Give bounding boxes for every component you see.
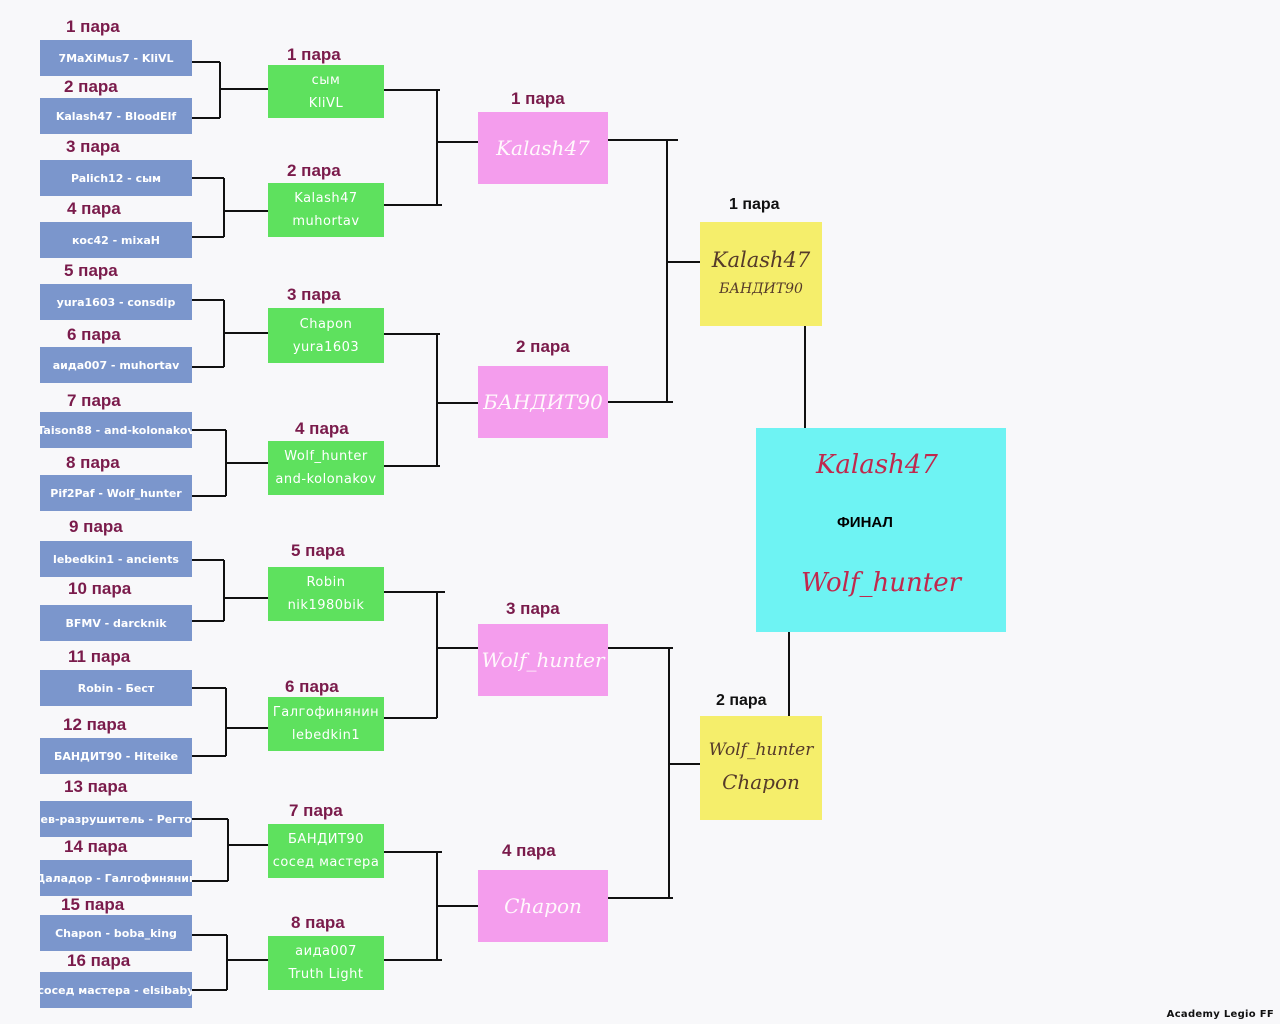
round2-player-bottom: KliVL	[308, 95, 344, 111]
round2-pair-label: 2 пара	[287, 161, 341, 180]
round1-pair-label: 13 пара	[64, 777, 128, 796]
round2-match-box[interactable]: сым KliVL	[268, 65, 384, 118]
round2-player-top: сым	[311, 72, 341, 88]
round3-pair-label: 4 пара	[502, 841, 556, 860]
round2-player-top: Chapon	[299, 316, 353, 332]
round2-player-bottom: сосед мастера	[272, 855, 380, 870]
round2-pair-label: 1 пара	[287, 45, 341, 64]
round1-match-box[interactable]: Palich12 - сым	[40, 160, 192, 196]
round3-match-box[interactable]: Wolf_hunter	[478, 624, 608, 696]
final-title: ФИНАЛ	[837, 514, 893, 531]
round1-match-box[interactable]: БАНДИТ90 - Hiteike	[40, 738, 192, 774]
final-player-bottom: Wolf_hunter	[801, 568, 962, 598]
round2-player-bottom: nik1980bik	[287, 598, 365, 613]
round2-pair-label: 7 пара	[289, 801, 343, 820]
round2-pair-label: 4 пара	[295, 419, 349, 438]
round1-pair-label: 9 пара	[69, 517, 123, 536]
round2-pair-label: 6 пара	[285, 677, 339, 696]
round2-pair-label: 3 пара	[287, 285, 341, 304]
round1-match-box[interactable]: кос42 - mixaH	[40, 222, 192, 258]
round1-pair-label: 1 пара	[66, 17, 120, 36]
round2-player-bottom: Truth Light	[288, 967, 364, 982]
round2-match-box[interactable]: Robin nik1980bik	[268, 567, 384, 621]
round1-match-box[interactable]: Chapon - boba_king	[40, 915, 192, 951]
round1-match-box[interactable]: сосед мастера - elsibaby	[40, 972, 192, 1008]
round2-match-box[interactable]: Галгофинянин lebedkin1	[268, 697, 384, 751]
round1-match-box[interactable]: lebedkin1 - ancients	[40, 541, 192, 577]
watermark: Academy Legio FF	[1166, 1009, 1274, 1020]
round3-pair-label: 3 пара	[506, 599, 560, 618]
round2-player-bottom: lebedkin1	[291, 728, 361, 743]
round1-pair-label: 12 пара	[63, 715, 127, 734]
round1-match-box[interactable]: 7MaXiMus7 - KliVL	[40, 40, 192, 76]
semifinal-player-top: Wolf_hunter	[708, 740, 814, 760]
semifinal-pair-label: 2 пара	[716, 692, 767, 709]
round2-match-box[interactable]: аида007 Truth Light	[268, 936, 384, 990]
round1-pair-label: 6 пара	[67, 325, 121, 344]
round2-player-top: Wolf_hunter	[284, 449, 368, 464]
semifinal-pair-label: 1 пара	[729, 196, 780, 213]
round2-player-top: аида007	[295, 944, 357, 959]
round2-pair-label: 8 пара	[291, 913, 345, 932]
round1-match-box[interactable]: Taison88 - and-kolonakov	[40, 412, 192, 448]
round2-player-top: БАНДИТ90	[288, 832, 364, 847]
round1-match-box[interactable]: Даладор - Галгофинянин	[40, 860, 192, 896]
round1-pair-label: 8 пара	[66, 453, 120, 472]
semifinal-player-bottom: БАНДИТ90	[719, 281, 803, 297]
round1-match-box[interactable]: yura1603 - consdip	[40, 284, 192, 320]
round3-match-box[interactable]: БАНДИТ90	[478, 366, 608, 438]
round1-pair-label: 16 пара	[67, 951, 131, 970]
round2-player-bottom: and-kolonakov	[275, 472, 377, 487]
round1-match-box[interactable]: лев-разрушитель - Регтон	[40, 801, 192, 837]
round3-match-box[interactable]: Kalash47	[478, 112, 608, 184]
round1-match-box[interactable]: Pif2Paf - Wolf_hunter	[40, 475, 192, 511]
round2-player-top: Robin	[306, 575, 346, 590]
round1-match-box[interactable]: аида007 - muhortav	[40, 347, 192, 383]
semifinal-match-box[interactable]: Kalash47 БАНДИТ90	[700, 222, 822, 326]
round1-match-box[interactable]: Robin - Бест	[40, 670, 192, 706]
round1-pair-label: 5 пара	[64, 261, 118, 280]
round2-player-top: Kalash47	[294, 191, 358, 206]
round2-match-box[interactable]: Wolf_hunter and-kolonakov	[268, 441, 384, 495]
semifinal-player-top: Kalash47	[711, 248, 811, 272]
round1-pair-label: 4 пара	[67, 199, 121, 218]
round2-match-box[interactable]: Kalash47 muhortav	[268, 183, 384, 237]
round2-player-bottom: muhortav	[292, 214, 360, 229]
round1-pair-label: 3 пара	[66, 137, 120, 156]
round1-pair-label: 7 пара	[67, 391, 121, 410]
round1-match-box[interactable]: BFMV - darcknik	[40, 605, 192, 641]
round2-player-top: Галгофинянин	[272, 705, 380, 720]
round1-pair-label: 15 пара	[61, 895, 125, 914]
round2-player-bottom: yura1603	[292, 339, 360, 355]
round3-pair-label: 2 пара	[516, 337, 570, 356]
semifinal-player-bottom: Chapon	[722, 770, 800, 794]
round2-match-box[interactable]: Chapon yura1603	[268, 308, 384, 363]
round2-pair-label: 5 пара	[291, 541, 345, 560]
round1-match-box[interactable]: Kalash47 - BloodElf	[40, 98, 192, 134]
round3-match-box[interactable]: Chapon	[478, 870, 608, 942]
final-player-top: Kalash47	[816, 450, 938, 480]
final-match-box[interactable]: Kalash47 ФИНАЛ Wolf_hunter	[756, 428, 1006, 632]
round2-match-box[interactable]: БАНДИТ90 сосед мастера	[268, 824, 384, 878]
round1-pair-label: 11 пара	[68, 647, 131, 666]
round1-pair-label: 2 пара	[64, 77, 118, 96]
round1-pair-label: 14 пара	[64, 837, 128, 856]
round1-pair-label: 10 пара	[68, 579, 132, 598]
semifinal-match-box[interactable]: Wolf_hunter Chapon	[700, 716, 822, 820]
round3-pair-label: 1 пара	[511, 89, 565, 108]
